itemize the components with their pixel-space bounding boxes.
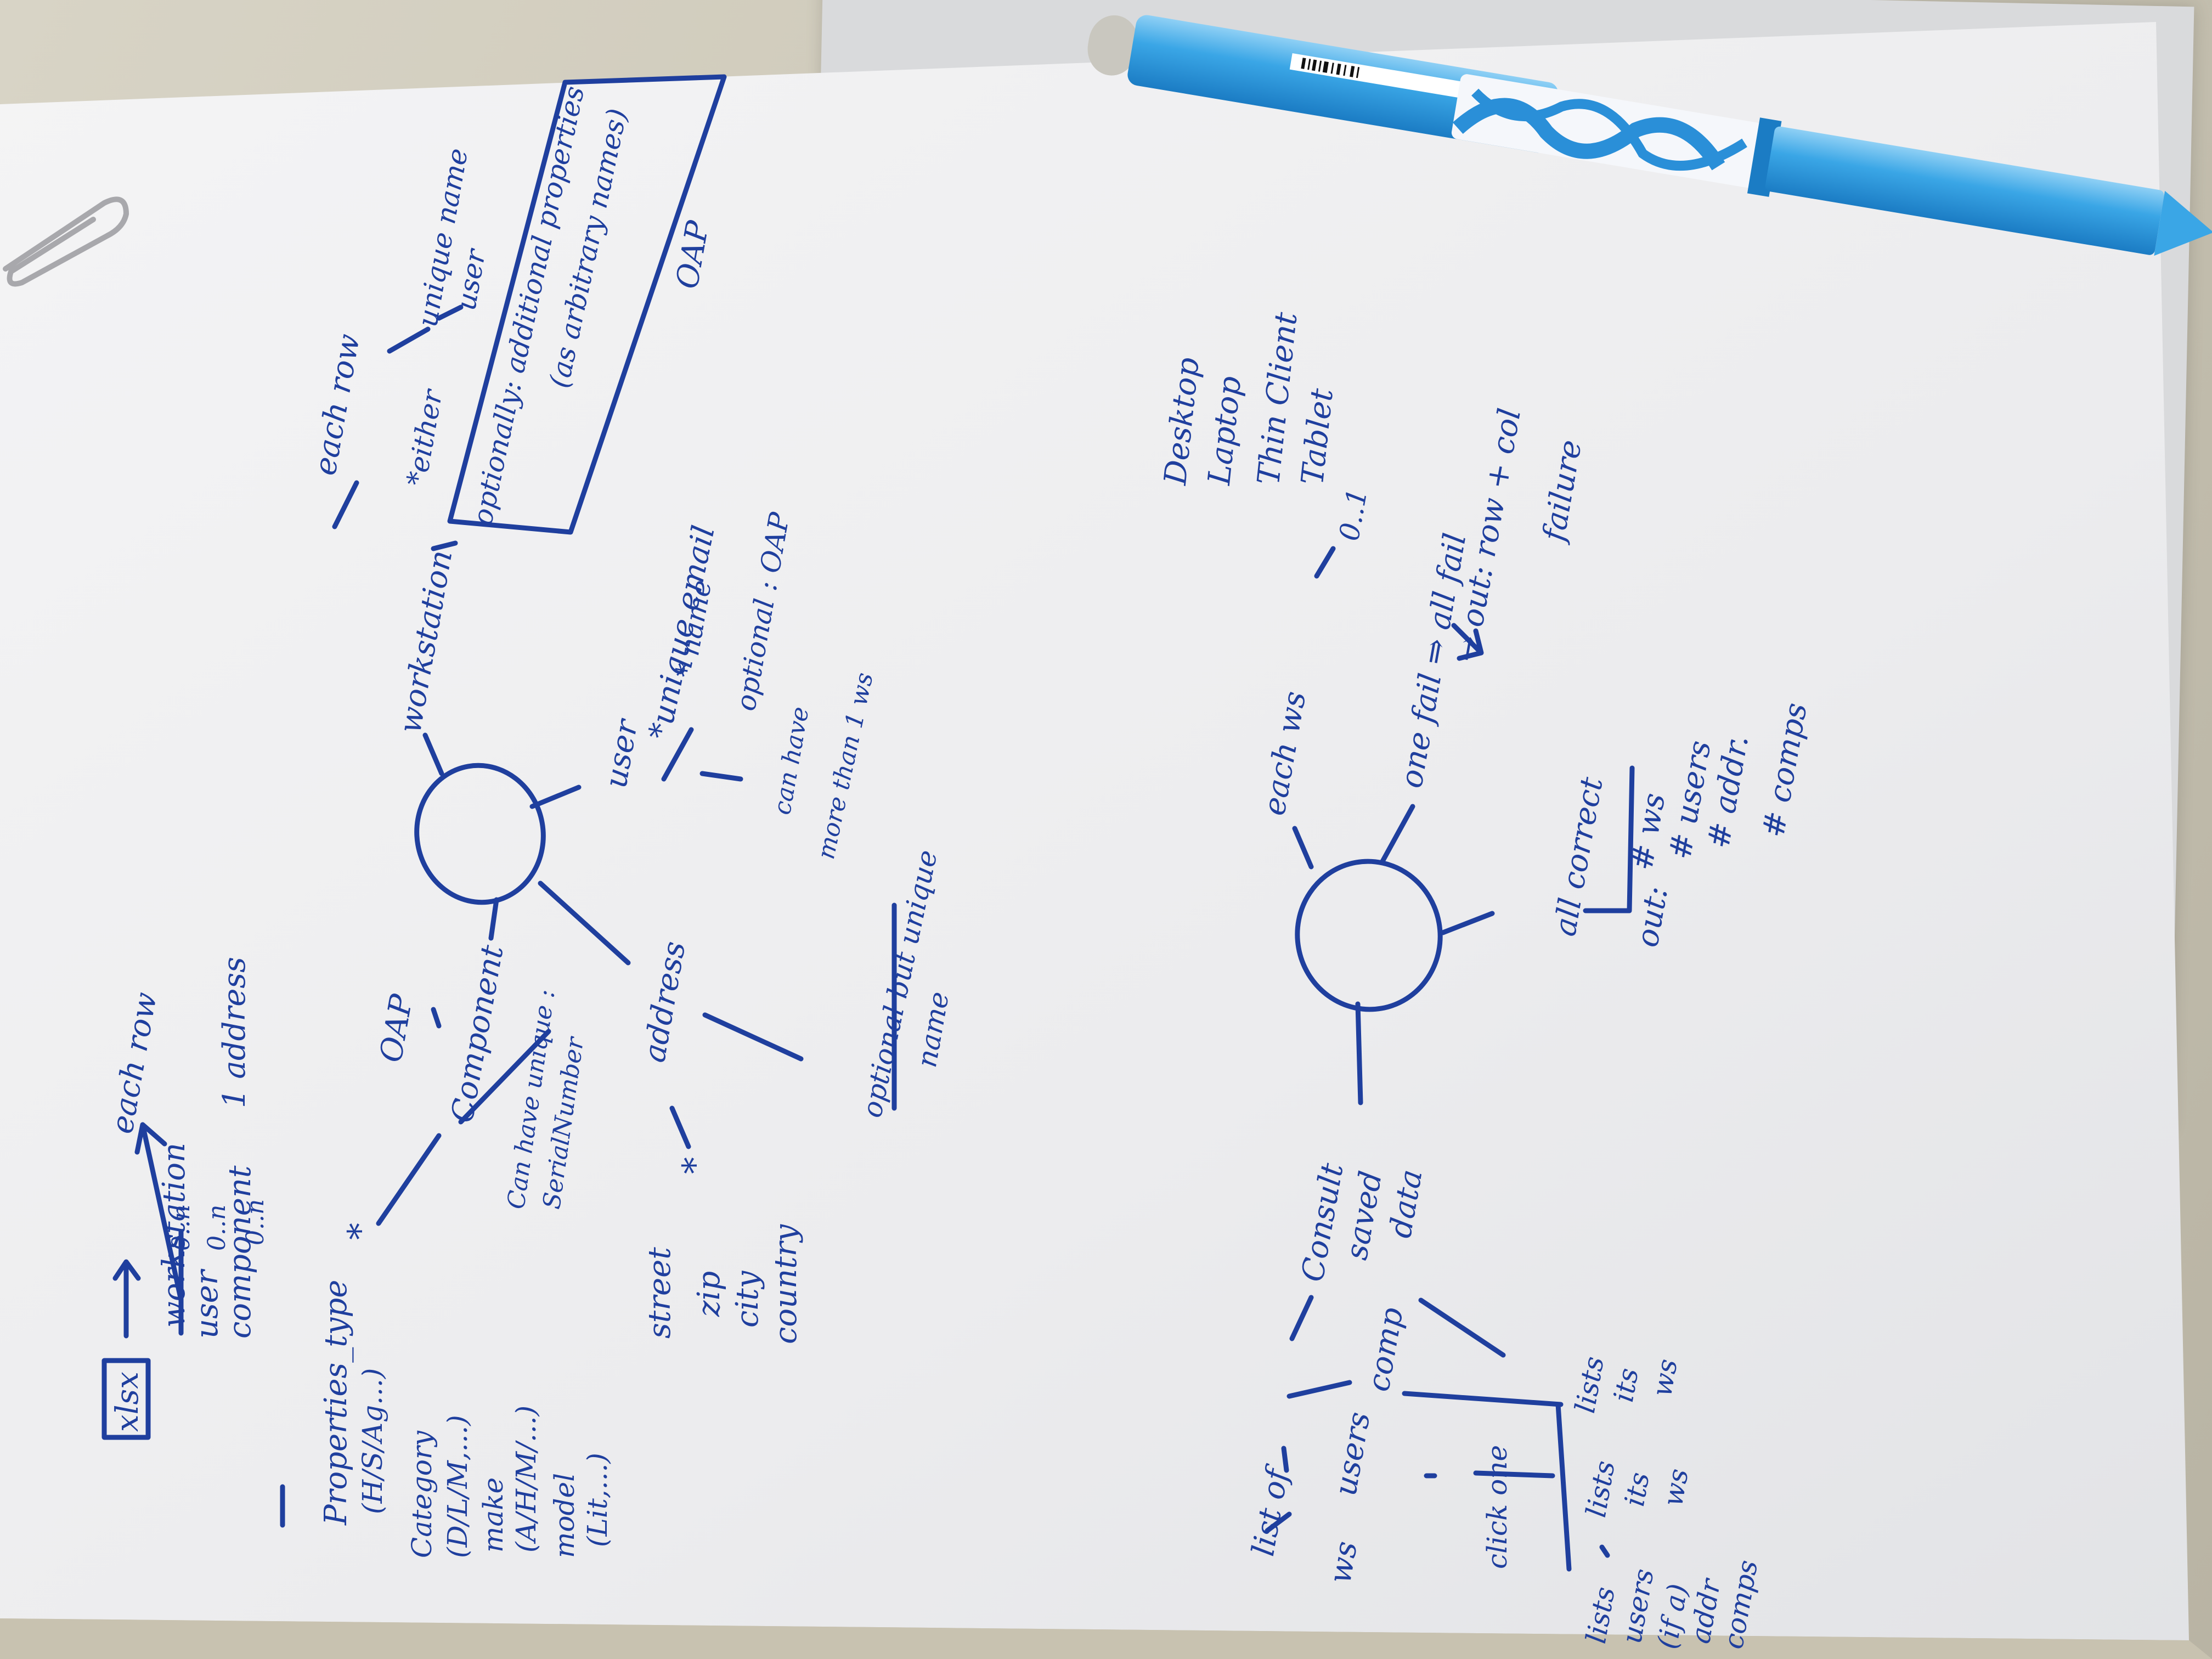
lists-right-ws: ws [1646, 1356, 1684, 1400]
lists-mid-ws: ws [1657, 1466, 1695, 1509]
hub2-spoke-ws [1292, 826, 1314, 870]
star-address: * [675, 1157, 715, 1174]
cardinality-user: 0..n [203, 1204, 231, 1251]
model-values: (Lit,...) [582, 1453, 613, 1547]
click-one: click one [1481, 1444, 1513, 1569]
category: Category [406, 1430, 438, 1558]
user-line-2 [699, 771, 743, 782]
consult-line-2 [1418, 1297, 1506, 1358]
make-values: (A/H/M/...) [510, 1405, 542, 1553]
component-line [458, 1029, 551, 1125]
address-field-city: city [730, 1271, 765, 1328]
hub-spoke-component [488, 897, 499, 941]
model: model [549, 1472, 580, 1558]
lists-mid-its: its [1618, 1470, 1656, 1509]
properties-type: Properties_type [318, 1279, 354, 1525]
hub-spoke-user [529, 785, 582, 809]
input-row-user: user [189, 1270, 225, 1339]
category-values: (D/L/M,...) [442, 1415, 473, 1558]
top-diagram-strokes [101, 74, 804, 1528]
hub-circle-2 [1295, 859, 1443, 1012]
fail-arrow [1451, 623, 1484, 661]
comp-line [1286, 1380, 1352, 1399]
hub2-spoke-correct [1440, 911, 1495, 935]
hub-circle [414, 763, 546, 905]
xlsx-arrow [112, 1259, 141, 1339]
list-ws: ws [1322, 1538, 1365, 1587]
paper-surface [0, 22, 2189, 1640]
table-edge [0, 1618, 2212, 1659]
optional-box [447, 74, 727, 535]
star-line [376, 1133, 442, 1226]
bottom-diagram-strokes [1265, 546, 1635, 1572]
zero-one-line [1314, 546, 1336, 579]
cardinality-workstation: 0..n [167, 1204, 195, 1251]
cardinality-component: 0..n [241, 1199, 269, 1245]
properties-type-values: (H/S/Ag...) [357, 1368, 388, 1514]
click-one-left [1555, 1402, 1572, 1572]
user-branch [436, 304, 464, 321]
click-one-mid [1424, 1470, 1555, 1479]
hub-spoke-address [538, 881, 631, 966]
user-line [661, 727, 694, 782]
each-row-branch [332, 480, 359, 529]
out-bracket [1583, 765, 1635, 913]
address-field-country: country [768, 1224, 804, 1344]
ws-branch [431, 540, 458, 551]
address-line [669, 1105, 691, 1149]
make: make [477, 1477, 509, 1553]
star-marker: * [340, 1223, 380, 1240]
lists-right-its: its [1607, 1365, 1645, 1405]
hub-spoke-workstation [422, 732, 444, 776]
input-row-component: component [222, 1165, 258, 1339]
address-field-street: street [642, 1247, 678, 1339]
pen-icon [1087, 15, 2212, 256]
lists-line [1599, 1544, 1610, 1558]
xlsx-label: xlsx [110, 1372, 145, 1432]
click-one-right [1402, 1391, 1564, 1407]
either-branch [387, 326, 431, 354]
address-field-zip: zip [691, 1271, 727, 1317]
consult-line [1289, 1295, 1314, 1341]
xlsx-box [101, 1358, 151, 1440]
list-line-2 [1281, 1446, 1289, 1473]
oap-line [431, 1007, 442, 1029]
each-row-arrow [134, 1122, 184, 1303]
one-address: 1 address [217, 957, 252, 1108]
optional-line [702, 1012, 804, 1062]
hub2-spoke-left [1355, 1001, 1363, 1105]
hub2-spoke-fail [1380, 804, 1415, 864]
list-line [1265, 1511, 1292, 1533]
paper-clip-icon [3, 196, 129, 287]
